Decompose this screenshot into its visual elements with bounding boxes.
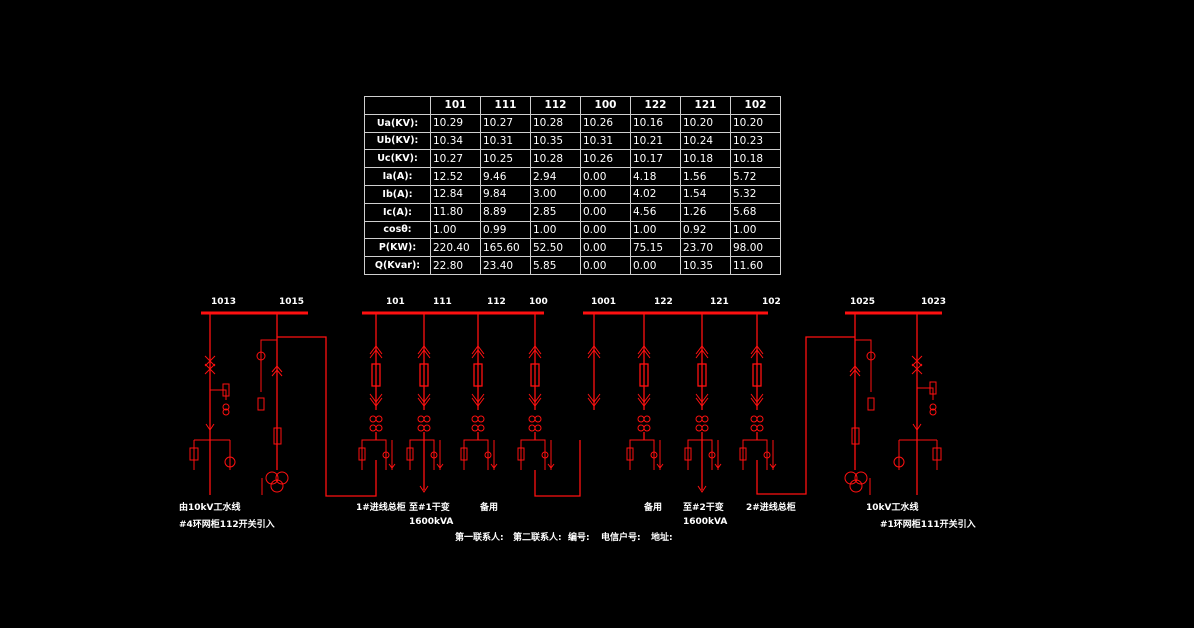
transformer-1-rating: 1600kVA xyxy=(409,517,453,527)
bay-label-1015: 1015 xyxy=(279,297,304,307)
incoming-cabinet-2-label: 2#进线总柜 xyxy=(746,501,796,513)
bay-label-1025: 1025 xyxy=(850,297,875,307)
footer-contact-1: 第一联系人: xyxy=(455,531,504,543)
table-cell: 3.00 xyxy=(530,184,581,204)
bay-label-112: 112 xyxy=(487,297,506,307)
row-label: Q(Kvar): xyxy=(364,256,431,275)
bay-1013-equipment xyxy=(189,313,236,495)
spare-left-label: 备用 xyxy=(479,501,498,513)
section-1-feeders xyxy=(358,313,555,493)
column-header: 122 xyxy=(630,96,681,115)
left-source-line2: #4环网柜112开关引入 xyxy=(179,518,275,530)
feeder-bay xyxy=(517,313,555,470)
feeder-bay xyxy=(587,313,601,410)
right-source-line2: #1环网柜111开关引入 xyxy=(880,518,976,530)
footer-account: 电信户号: xyxy=(601,531,641,543)
bay-label-101: 101 xyxy=(386,297,405,307)
right-source-line1: 10kV工水线 xyxy=(866,501,918,513)
table-cell: 1.00 xyxy=(730,220,781,240)
bay-label-111: 111 xyxy=(433,297,452,307)
table-cell: 10.17 xyxy=(630,149,681,169)
table-cell: 4.18 xyxy=(630,167,681,186)
cable-left-to-section-1 xyxy=(277,336,377,497)
table-cell: 10.20 xyxy=(730,113,781,133)
column-header: 102 xyxy=(730,96,781,115)
table-cell: 5.32 xyxy=(730,184,781,204)
bay-label-1013: 1013 xyxy=(211,297,236,307)
feeder-bay xyxy=(739,313,777,470)
table-cell: 10.25 xyxy=(480,149,531,169)
bay-label-102: 102 xyxy=(762,297,781,307)
table-cell: 10.35 xyxy=(530,131,581,151)
footer-contact-2: 第二联系人: xyxy=(513,531,562,543)
bay-label-121: 121 xyxy=(710,297,729,307)
table-cell: 10.18 xyxy=(680,149,731,169)
bay-label-1001: 1001 xyxy=(591,297,616,307)
bay-label-1023: 1023 xyxy=(921,297,946,307)
table-cell: 10.27 xyxy=(480,113,531,133)
cable-bus-tie xyxy=(534,440,581,497)
footer-code: 编号: xyxy=(568,531,590,543)
spare-right-label: 备用 xyxy=(643,501,662,513)
table-cell: 0.92 xyxy=(680,220,731,240)
feeder-bay xyxy=(460,313,498,470)
feeder-bay xyxy=(406,313,444,493)
table-cell: 10.35 xyxy=(680,256,731,275)
table-cell: 98.00 xyxy=(730,238,781,258)
table-cell: 10.23 xyxy=(730,131,781,151)
feeder-bay xyxy=(626,313,664,470)
table-cell: 9.84 xyxy=(480,184,531,204)
table-cell: 220.40 xyxy=(430,238,481,258)
feeder-bay xyxy=(358,313,396,470)
section-2-feeders xyxy=(587,313,777,493)
bay-label-100: 100 xyxy=(529,297,548,307)
table-cell: 1.00 xyxy=(630,220,681,240)
table-header-row: 101 111 112 100 122 121 102 xyxy=(364,96,781,115)
transformer-2-rating: 1600kVA xyxy=(683,517,727,527)
incoming-cabinet-1-label: 1#进线总柜 xyxy=(356,501,406,513)
table-cell: 4.56 xyxy=(630,202,681,222)
measurement-table: 101 111 112 100 122 121 102 Ua(KV):10.29… xyxy=(364,96,781,275)
left-source-line1: 由10kV工水线 xyxy=(179,501,240,513)
table-cell: 11.60 xyxy=(730,256,781,275)
table-cell: 5.72 xyxy=(730,167,781,186)
table-cell: 10.34 xyxy=(430,131,481,151)
bay-1025-equipment xyxy=(844,313,876,495)
table-cell: 5.85 xyxy=(530,256,581,275)
table-cell: 0.00 xyxy=(580,202,631,222)
to-transformer-2-label: 至#2干变 xyxy=(683,501,724,513)
table-cell: 2.94 xyxy=(530,167,581,186)
table-cell: 23.70 xyxy=(680,238,731,258)
table-cell: 0.00 xyxy=(580,256,631,275)
table-cell: 10.29 xyxy=(430,113,481,133)
table-cell: 2.85 xyxy=(530,202,581,222)
bay-1023-equipment xyxy=(893,313,942,495)
table-cell: 22.80 xyxy=(430,256,481,275)
table-cell: 10.31 xyxy=(480,131,531,151)
cable-right-to-section-2 xyxy=(756,336,855,495)
table-cell: 10.21 xyxy=(630,131,681,151)
feeder-bay xyxy=(684,313,722,493)
table-cell: 23.40 xyxy=(480,256,531,275)
bay-label-122: 122 xyxy=(654,297,673,307)
footer-address: 地址: xyxy=(651,531,673,543)
to-transformer-1-label: 至#1干变 xyxy=(409,501,450,513)
bay-1015-equipment xyxy=(256,313,289,495)
table-cell: 10.18 xyxy=(730,149,781,169)
